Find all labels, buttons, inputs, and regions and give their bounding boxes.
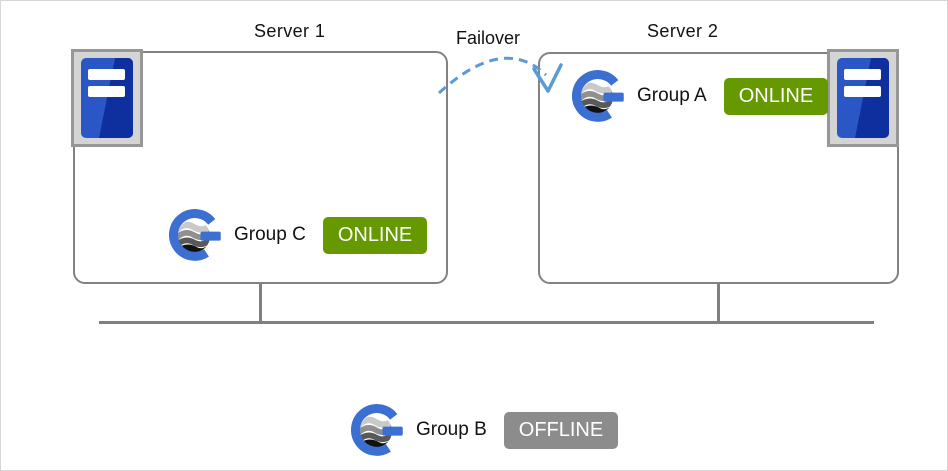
group-a-name: Group A bbox=[637, 85, 707, 106]
server-tower-icon bbox=[827, 49, 899, 147]
network-line bbox=[99, 321, 874, 324]
server1-network-connector bbox=[259, 284, 262, 323]
server1-label: Server 1 bbox=[254, 21, 326, 41]
group-globe-icon bbox=[169, 208, 223, 262]
group-b-name: Group B bbox=[416, 419, 487, 440]
failover-label: Failover bbox=[456, 28, 521, 48]
server-tower-icon bbox=[71, 49, 143, 147]
group-c-status-badge: ONLINE bbox=[322, 216, 428, 254]
group-globe-icon bbox=[351, 403, 405, 457]
group-globe-icon bbox=[572, 69, 626, 123]
failover-arrow-icon bbox=[437, 56, 563, 95]
group-b-row: Group B OFFLINE bbox=[351, 403, 619, 457]
group-a-row: Group A ONLINE bbox=[572, 69, 829, 123]
group-b-status-badge: OFFLINE bbox=[503, 411, 619, 449]
server2-label: Server 2 bbox=[647, 21, 719, 41]
group-c-name: Group C bbox=[234, 224, 306, 245]
group-a-status-badge: ONLINE bbox=[723, 77, 829, 115]
group-c-row: Group C ONLINE bbox=[169, 208, 428, 262]
server2-network-connector bbox=[717, 284, 720, 323]
